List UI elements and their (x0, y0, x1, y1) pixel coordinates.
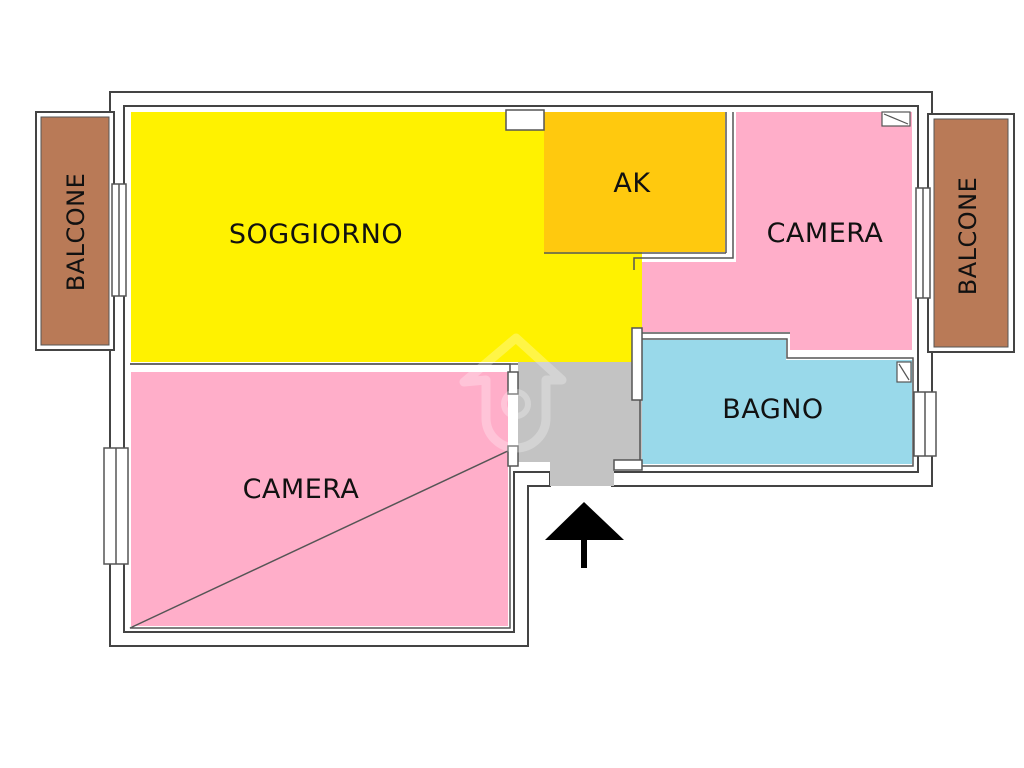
balcony-left-fill (40, 116, 110, 346)
room-bagno-label: BAGNO (722, 394, 823, 425)
balcony-left-label: BALCONE (62, 173, 90, 292)
room-camera-top-label: CAMERA (767, 218, 884, 249)
jamb-corridor-bottom (507, 445, 519, 467)
room-camera-bottom (131, 372, 508, 626)
balcony-right-label: BALCONE (954, 177, 982, 296)
jamb-entry-right (613, 459, 643, 471)
logo-watermark-shape (459, 333, 567, 453)
room-camera-bottom-label: CAMERA (243, 474, 360, 505)
jamb-corridor-left (507, 371, 519, 395)
building-walls (109, 91, 933, 647)
balcony-left: BALCONE (35, 111, 115, 351)
room-camera-top (642, 112, 912, 350)
room-soggiorno (131, 112, 642, 362)
logo-watermark-dot (501, 389, 531, 419)
balcony-right: BALCONE (927, 113, 1015, 353)
wall-camera-top (633, 112, 734, 270)
entrance-arrow-shaft (581, 538, 587, 568)
room-bagno (642, 340, 912, 464)
room-ak-label: AK (613, 168, 651, 199)
room-ak (544, 112, 725, 252)
balcony-right-fill (933, 118, 1009, 348)
room-soggiorno-label: SOGGIORNO (229, 219, 403, 250)
room-corridor (518, 362, 642, 486)
logo-watermark-icon (459, 333, 567, 453)
jamb-bath-left (631, 327, 643, 401)
outer-wall (109, 91, 933, 647)
windows (103, 183, 937, 565)
entrance-arrow-icon (545, 502, 624, 568)
duct-camera-top-diag (883, 113, 909, 125)
duct-markers (881, 111, 912, 383)
door-jambs (505, 109, 643, 471)
jamb-living-top (505, 109, 545, 131)
entrance-arrow-head (545, 502, 624, 540)
duct-bagno-diag (898, 363, 910, 381)
